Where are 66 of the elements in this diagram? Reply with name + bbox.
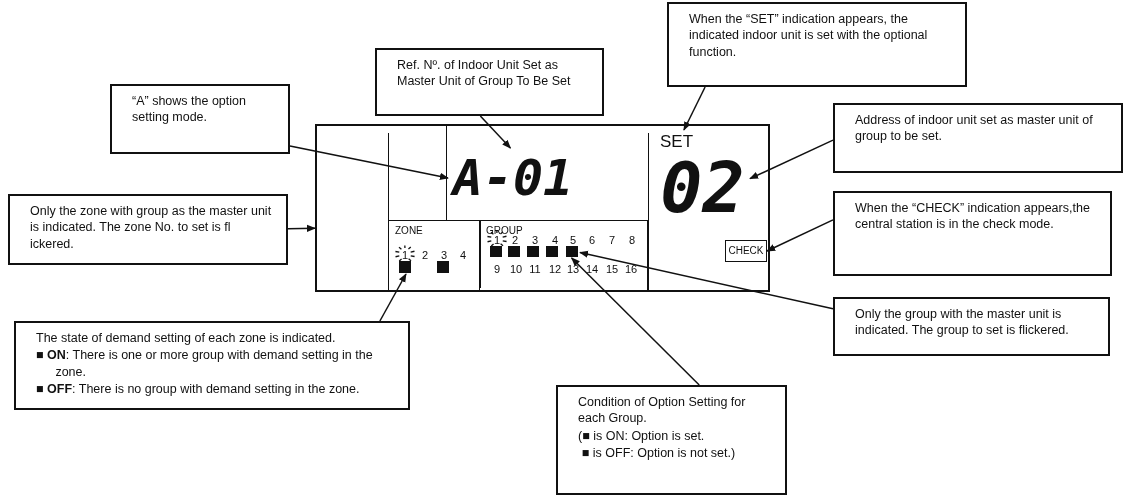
- arrow: [479, 115, 512, 149]
- digit-label: 13: [566, 263, 580, 275]
- display-section: [388, 220, 480, 292]
- callout-box: [556, 385, 787, 495]
- callout-box: [375, 48, 604, 116]
- callout-box: [8, 194, 288, 265]
- callout-text: ■ is OFF: Option is not set.): [580, 444, 737, 461]
- digit-label: 4: [551, 234, 559, 246]
- callout-text: Ref. Nº. of Indoor Unit Set as Master Unit of Group To Be Set: [397, 57, 572, 90]
- segment-readout: A-01: [448, 148, 578, 208]
- callout-text: “A” shows the option setting mode.: [132, 93, 247, 126]
- callout-box: [14, 321, 410, 410]
- digit-label: 7: [608, 234, 616, 246]
- arrow: [579, 250, 834, 310]
- indicator-square: [566, 246, 578, 257]
- arrow: [683, 86, 706, 131]
- indicator-square: [399, 261, 411, 273]
- digit-label: 8: [628, 234, 636, 246]
- callout-text: Address of indoor unit set as master unit of group to be set.: [855, 112, 1094, 145]
- digit-label: 12: [548, 263, 562, 275]
- callout-box: [833, 103, 1123, 173]
- arrow: [287, 224, 316, 232]
- digit-label: 3: [440, 249, 448, 261]
- callout-text: Condition of Option Setting for each Group.: [578, 394, 747, 427]
- lcd-panel: [315, 124, 770, 292]
- set-indicator: SET: [660, 130, 702, 154]
- arrow: [749, 139, 834, 180]
- digit-label: 10: [509, 263, 523, 275]
- digit-label: 1: [401, 249, 409, 261]
- arrow: [379, 273, 407, 322]
- section-title: GROUP: [486, 226, 523, 236]
- indicator-square: [546, 246, 558, 257]
- digit-label: 3: [531, 234, 539, 246]
- digit-label: 9: [493, 263, 501, 275]
- digit-label: 11: [529, 263, 541, 275]
- digit-label: 14: [585, 263, 599, 275]
- arrow: [289, 145, 449, 180]
- indicator-square: [527, 246, 539, 257]
- callout-box: [833, 191, 1112, 276]
- digit-label: 6: [588, 234, 596, 246]
- digit-label: 5: [569, 234, 577, 246]
- segment-readout: 02: [655, 152, 750, 224]
- callout-text: Only the group with the master unit is indicated. The group to set is flickered.: [855, 306, 1070, 339]
- callout-text: ■ OFF: There is no group with demand setting in the zone.: [36, 380, 361, 397]
- digit-label: 15: [605, 263, 619, 275]
- callout-box: [833, 297, 1110, 356]
- indicator-square: [490, 246, 502, 257]
- display-section: [480, 220, 648, 292]
- callout-box: [667, 2, 967, 87]
- callout-text: (■ is ON: Option is set.: [578, 427, 706, 444]
- check-indicator: CHECK: [725, 240, 767, 262]
- callout-text: ■ ON: There is one or more group with demand setting in the zone.: [36, 347, 374, 380]
- digit-label: 2: [421, 249, 429, 261]
- indicator-square: [508, 246, 520, 257]
- callout-text: When the “CHECK” indication appears,the central station is in the check mode.: [855, 200, 1091, 233]
- callout-text: The state of demand setting of each zone is indicated.: [36, 330, 337, 347]
- callout-text: Only the zone with group as the master unit is indicated. The zone No. to set is fl ickered.: [30, 203, 273, 252]
- digit-label: 2: [511, 234, 519, 246]
- digit-label: 1: [493, 234, 501, 246]
- callout-text: When the “SET” indication appears, the indicated indoor unit is set with the optional function.: [689, 11, 929, 60]
- arrow: [570, 257, 700, 386]
- callout-box: [110, 84, 290, 154]
- indicator-square: [437, 261, 449, 273]
- digit-label: 16: [624, 263, 638, 275]
- section-title: ZONE: [395, 226, 423, 236]
- digit-label: 4: [459, 249, 467, 261]
